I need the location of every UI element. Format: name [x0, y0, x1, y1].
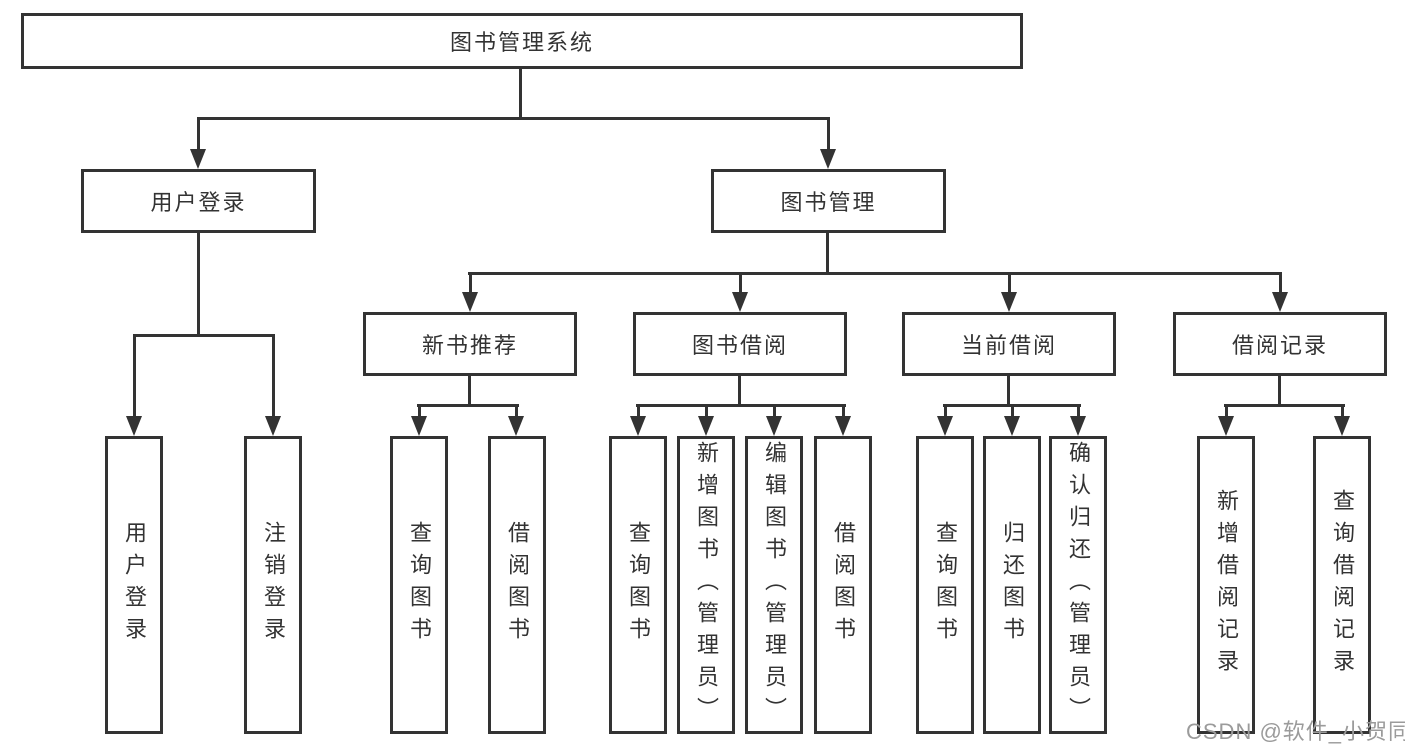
arrow-into-leaf-add-record	[1218, 404, 1234, 436]
leaf-confirm-return-admin: 确认归还（管理员）	[1049, 436, 1107, 734]
watermark: CSDN @软件_小贺同学	[1186, 719, 1405, 744]
arrow-into-leaf-return-books	[1004, 404, 1020, 436]
arrow-into-leaf-logout	[265, 334, 281, 436]
line-records-bar	[1224, 404, 1345, 407]
line-records-descent	[1278, 376, 1281, 407]
line-new-books-bar	[417, 404, 519, 407]
node-borrow-records: 借阅记录	[1173, 312, 1387, 376]
node-book-management: 图书管理	[711, 169, 946, 233]
arrow-into-leaf-add-books	[698, 404, 714, 436]
arrow-into-records	[1272, 272, 1288, 312]
arrow-into-leaf-confirm-return	[1070, 404, 1086, 436]
leaf-logout: 注销登录	[244, 436, 302, 734]
line-user-login-descent	[197, 233, 200, 337]
node-current-borrow: 当前借阅	[902, 312, 1116, 376]
arrow-into-leaf-query-recommend	[411, 404, 427, 436]
node-new-book-recommend: 新书推荐	[363, 312, 577, 376]
line-borrow-bar	[636, 404, 846, 407]
line-user-login-bar	[133, 334, 275, 337]
leaf-query-books-borrow: 查询图书	[609, 436, 667, 734]
leaf-borrow-books-recommend: 借阅图书	[488, 436, 546, 734]
line-root-descent	[519, 69, 522, 120]
leaf-query-books-recommend: 查询图书	[390, 436, 448, 734]
leaf-add-books-admin: 新增图书（管理员）	[677, 436, 735, 734]
arrow-into-leaf-query-record	[1334, 404, 1350, 436]
arrow-into-leaf-edit-books	[766, 404, 782, 436]
leaf-return-books: 归还图书	[983, 436, 1041, 734]
arrow-into-borrow	[732, 272, 748, 312]
leaf-user-login: 用户登录	[105, 436, 163, 734]
arrow-into-leaf-borrow-books	[835, 404, 851, 436]
arrow-into-leaf-borrow-recommend	[508, 404, 524, 436]
line-level3-bar	[468, 272, 1281, 275]
arrow-into-leaf-user-login	[126, 334, 142, 436]
leaf-borrow-books: 借阅图书	[814, 436, 872, 734]
line-borrow-descent	[738, 376, 741, 407]
arrow-into-current	[1001, 272, 1017, 312]
line-current-descent	[1007, 376, 1010, 407]
leaf-query-books-current: 查询图书	[916, 436, 974, 734]
leaf-add-borrow-record: 新增借阅记录	[1197, 436, 1255, 734]
node-book-borrow: 图书借阅	[633, 312, 847, 376]
arrow-into-leaf-query-borrow	[630, 404, 646, 436]
arrow-into-new-books	[462, 272, 478, 312]
leaf-edit-books-admin: 编辑图书（管理员）	[745, 436, 803, 734]
leaf-query-borrow-record: 查询借阅记录	[1313, 436, 1371, 734]
line-level2-bar	[197, 117, 829, 120]
arrow-into-book-mgmt	[820, 117, 836, 169]
line-new-books-descent	[468, 376, 471, 407]
arrow-into-leaf-query-current	[937, 404, 953, 436]
node-root: 图书管理系统	[21, 13, 1023, 69]
node-user-login: 用户登录	[81, 169, 316, 233]
line-book-mgmt-descent	[826, 233, 829, 275]
arrow-into-user-login	[190, 117, 206, 169]
